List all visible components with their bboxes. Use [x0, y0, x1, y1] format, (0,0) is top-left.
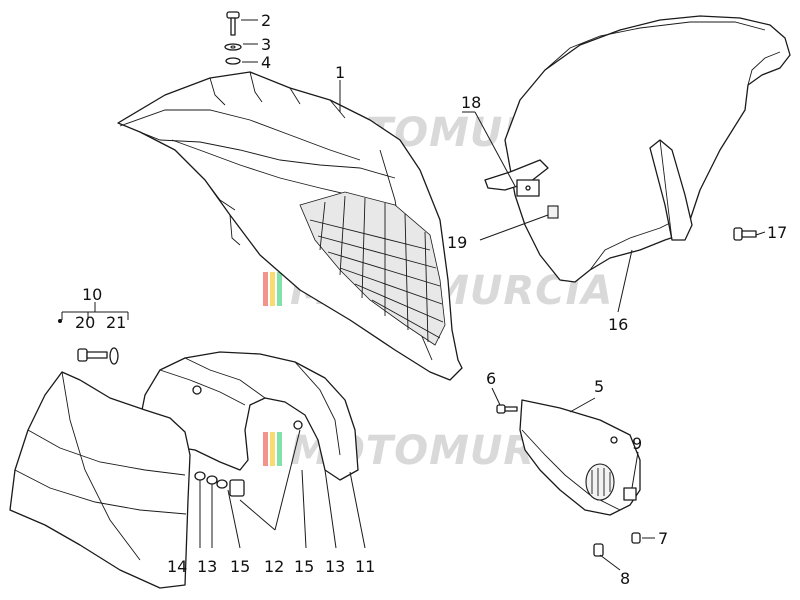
callout-5: 5	[594, 377, 604, 396]
callout-labels: 2 3 4 1 18 19 17 16 10 20 21 6 5 9 7 8 1…	[58, 11, 787, 588]
mudguard-hardware	[194, 471, 245, 497]
callout-13: 13	[197, 557, 217, 576]
callout-17: 17	[767, 223, 787, 242]
callout-2: 2	[261, 11, 271, 30]
callout-1: 1	[335, 63, 345, 82]
callout-13: 13	[325, 557, 345, 576]
callout-11: 11	[355, 557, 375, 576]
lower-cover-part	[519, 399, 641, 516]
callout-15: 15	[230, 557, 250, 576]
callout-15: 15	[294, 557, 314, 576]
callout-3: 3	[261, 35, 271, 54]
callout-21: 21	[106, 313, 126, 332]
callout-19: 19	[447, 233, 467, 252]
rear-mudguard-part	[504, 15, 791, 283]
leader-lines	[61, 19, 766, 571]
screw-17	[733, 227, 757, 241]
callout-20: 20	[75, 313, 95, 332]
callout-12: 12	[264, 557, 284, 576]
callout-16: 16	[608, 315, 628, 334]
screw-and-washers	[224, 11, 242, 65]
front-mudguard-outer-part	[9, 371, 191, 589]
callout-7: 7	[658, 529, 668, 548]
front-mudguard-inner-part	[134, 351, 359, 481]
callout-10: 10	[82, 285, 102, 304]
callout-6: 6	[486, 369, 496, 388]
callout-8: 8	[620, 569, 630, 588]
bracket-part	[484, 159, 559, 219]
callout-18: 18	[461, 93, 481, 112]
front-shield-part	[117, 71, 463, 381]
callout-9: 9	[632, 434, 642, 453]
callout-14: 14	[167, 557, 187, 576]
callout-4: 4	[261, 53, 271, 72]
screw-20-washer-21	[77, 347, 119, 365]
screws-6-7-8	[496, 404, 641, 557]
bullet-dot	[58, 319, 62, 323]
